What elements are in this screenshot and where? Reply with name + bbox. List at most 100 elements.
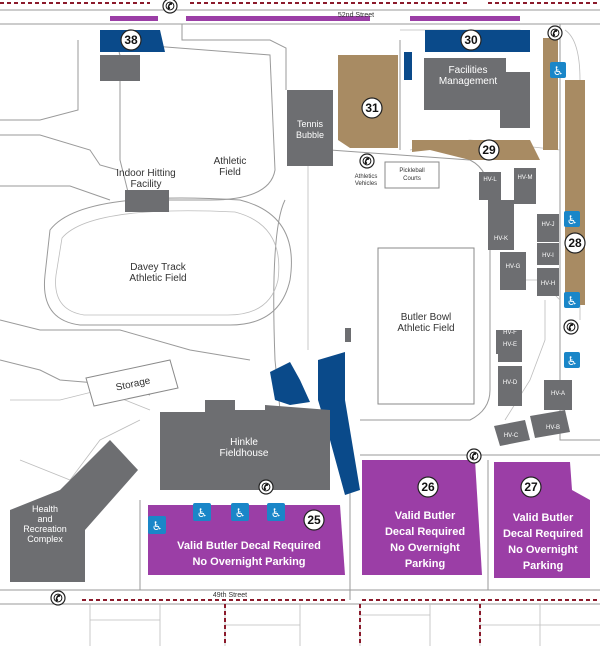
hv-e-label: HV-E — [503, 342, 517, 348]
building-health-rec — [10, 440, 138, 582]
phone-icon[interactable]: ✆ — [258, 479, 274, 495]
lot-25-marker[interactable]: 25 — [303, 509, 325, 531]
indoor-hitting-label-2: Facility — [130, 179, 161, 190]
building-indoor-hitting — [125, 190, 169, 212]
health-label-2: and — [37, 514, 52, 524]
accessible-parking-icon: ♿ — [267, 503, 285, 521]
svg-text:♿: ♿ — [197, 506, 208, 520]
phone-icon[interactable]: ✆ — [359, 153, 375, 169]
hv-g-label: HV-G — [506, 264, 521, 270]
svg-text:✆: ✆ — [469, 451, 478, 463]
tennis-label-1: Tennis — [297, 119, 324, 129]
lot-29-number: 29 — [482, 143, 496, 157]
hv-h-label: HV-H — [541, 281, 555, 287]
svg-text:♿: ♿ — [567, 213, 578, 227]
svg-text:✆: ✆ — [566, 322, 575, 334]
lot-30-number: 30 — [464, 33, 478, 47]
athletics-vehicles-label-2: Vehicles — [355, 181, 377, 187]
lot-38-marker[interactable]: 38 — [120, 29, 142, 51]
svg-text:♿: ♿ — [553, 64, 564, 78]
athletic-field-label-1: Athletic — [214, 156, 247, 167]
building-storage — [85, 359, 179, 407]
hv-m-label: HV-M — [518, 175, 533, 181]
hv-f-label: HV-F — [503, 330, 517, 336]
lot26-text-2: Decal Required — [385, 526, 465, 538]
lot25-text-1: Valid Butler Decal Required — [177, 540, 321, 552]
street-49th: 49th Street — [213, 592, 247, 599]
svg-text:✆: ✆ — [550, 28, 559, 40]
svg-text:✆: ✆ — [165, 1, 174, 13]
accessible-parking-icon: ♿ — [550, 62, 566, 78]
svg-text:✆: ✆ — [53, 593, 62, 605]
butler-bowl-label-2: Athletic Field — [397, 323, 454, 334]
lot-28-marker[interactable]: 28 — [564, 232, 586, 254]
lot-25-number: 25 — [307, 513, 321, 527]
hv-d-label: HV-D — [503, 380, 518, 386]
phone-icon[interactable]: ✆ — [162, 0, 178, 14]
athletics-vehicles-label-1: Athletics — [355, 174, 378, 180]
hv-j-label: HV-J — [541, 222, 554, 228]
accessible-parking-icon: ♿ — [564, 211, 580, 227]
facilities-label-1: Facilities — [449, 65, 488, 76]
butler-bowl-label-1: Butler Bowl — [401, 312, 452, 323]
lot-26-number: 26 — [421, 480, 435, 494]
phone-icon[interactable]: ✆ — [547, 25, 563, 41]
lot-27-marker[interactable]: 27 — [520, 476, 542, 498]
svg-text:✆: ✆ — [261, 482, 270, 494]
lot26-text-3: No Overnight — [390, 542, 460, 554]
accessible-parking-icon: ♿ — [148, 516, 166, 534]
road-network — [0, 9, 600, 646]
health-label-3: Recreation — [23, 524, 67, 534]
hv-b-bldg — [530, 410, 570, 438]
hv-k-label: HV-K — [494, 236, 508, 242]
lot-30-stub — [404, 52, 412, 80]
hv-b-label: HV-B — [546, 425, 560, 431]
lot-26-area — [362, 460, 482, 575]
pickleball-courts — [384, 161, 440, 189]
building-small-kiosk — [345, 328, 351, 342]
facilities-label-2: Management — [439, 76, 498, 87]
lot25-text-2: No Overnight Parking — [192, 556, 305, 568]
lot-38-number: 38 — [124, 33, 138, 47]
athletic-field-label-2: Field — [219, 167, 241, 178]
lot-east-strip — [543, 38, 558, 150]
lot-30-marker[interactable]: 30 — [460, 29, 482, 51]
lot-27-number: 27 — [524, 480, 538, 494]
lot-31-marker[interactable]: 31 — [361, 97, 383, 119]
lot-25-area — [148, 505, 345, 575]
lot-blue-central — [318, 352, 360, 495]
hv-e-bldg — [498, 338, 522, 362]
health-label-1: Health — [32, 504, 58, 514]
svg-text:✆: ✆ — [362, 156, 371, 168]
street-52nd: 52nd Street — [338, 12, 374, 19]
lot27-text-1: Valid Butler — [513, 512, 574, 524]
curb-parking-1 — [110, 16, 158, 21]
hinkle-label-1: Hinkle — [230, 437, 258, 448]
svg-text:♿: ♿ — [235, 506, 246, 520]
hv-h-bldg — [537, 268, 559, 296]
lot-29-area — [412, 140, 540, 160]
lot-29-marker[interactable]: 29 — [478, 139, 500, 161]
accessible-parking-icon: ♿ — [193, 503, 211, 521]
building-tennis — [287, 90, 333, 166]
phone-icon[interactable]: ✆ — [563, 319, 579, 335]
health-label-4: Complex — [27, 534, 63, 544]
lot-26-marker[interactable]: 26 — [417, 476, 439, 498]
hv-g-bldg — [500, 252, 526, 290]
accessible-parking-icon: ♿ — [231, 503, 249, 521]
hv-l-label: HV-L — [483, 177, 497, 183]
building-facilities — [424, 58, 530, 128]
phone-icon[interactable]: ✆ — [466, 448, 482, 464]
phone-icon[interactable]: ✆ — [50, 590, 66, 606]
davey-track-label-1: Davey Track — [130, 262, 187, 273]
curb-parking-2 — [186, 16, 370, 21]
svg-text:♿: ♿ — [567, 354, 578, 368]
hv-a-label: HV-A — [551, 391, 565, 397]
lot27-text-3: No Overnight — [508, 544, 578, 556]
davey-track-label-2: Athletic Field — [129, 273, 186, 284]
hv-k-bldg — [488, 200, 514, 250]
tennis-label-2: Bubble — [296, 130, 324, 140]
hv-d-bldg — [498, 366, 522, 406]
